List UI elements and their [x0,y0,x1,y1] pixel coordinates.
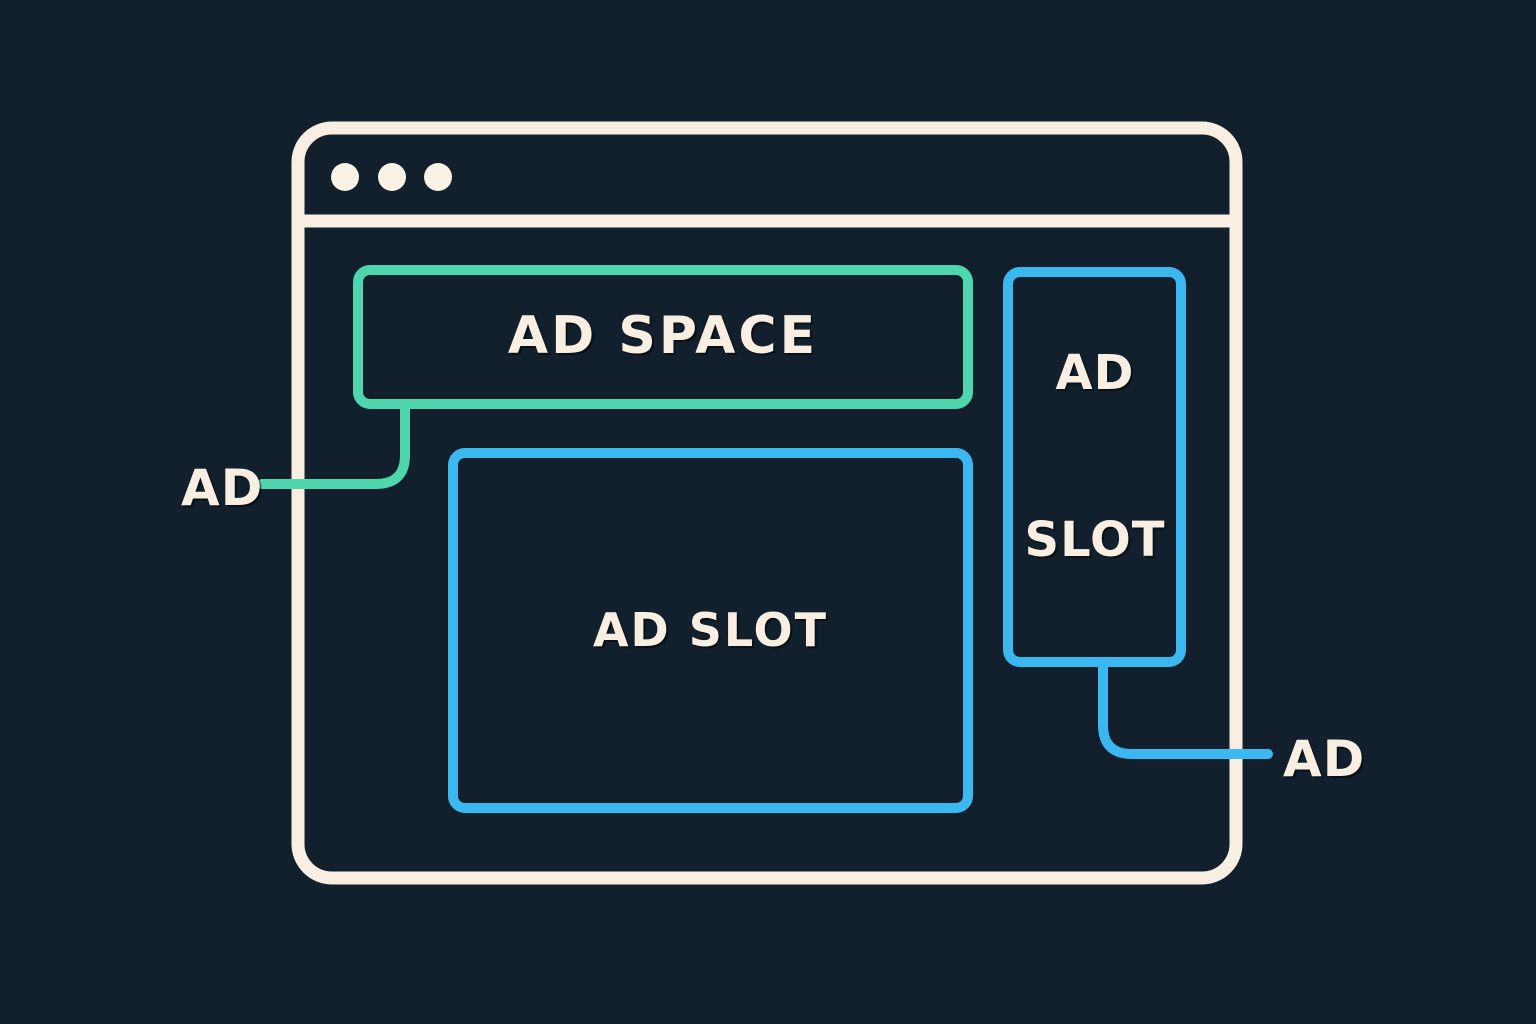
ad-slot-sidebar-region[interactable] [1003,267,1186,667]
ad-slot-main-region[interactable] [448,448,973,813]
window-traffic-lights [331,163,452,191]
callout-left-leader-line [257,399,410,489]
ad-slot-sidebar-label-line2: SLOT [1024,512,1166,569]
ad-slot-main-label: AD SLOT [592,603,829,658]
ad-slot-sidebar-label: AD SLOT [968,345,1222,567]
callout-left-label: AD [181,459,264,517]
ad-slot-sidebar-label-line1: AD [1055,345,1135,402]
window-outline [291,121,1243,885]
close-dot-icon[interactable] [331,163,359,191]
minimize-dot-icon[interactable] [378,163,406,191]
ad-space-banner-label: AD SPACE [507,306,819,367]
ad-space-banner-region[interactable] [353,265,973,409]
maximize-dot-icon[interactable] [424,163,452,191]
callout-right-label: AD [1283,730,1366,788]
browser-window-frame [291,121,1243,885]
callout-right-leader-line [1098,657,1273,759]
